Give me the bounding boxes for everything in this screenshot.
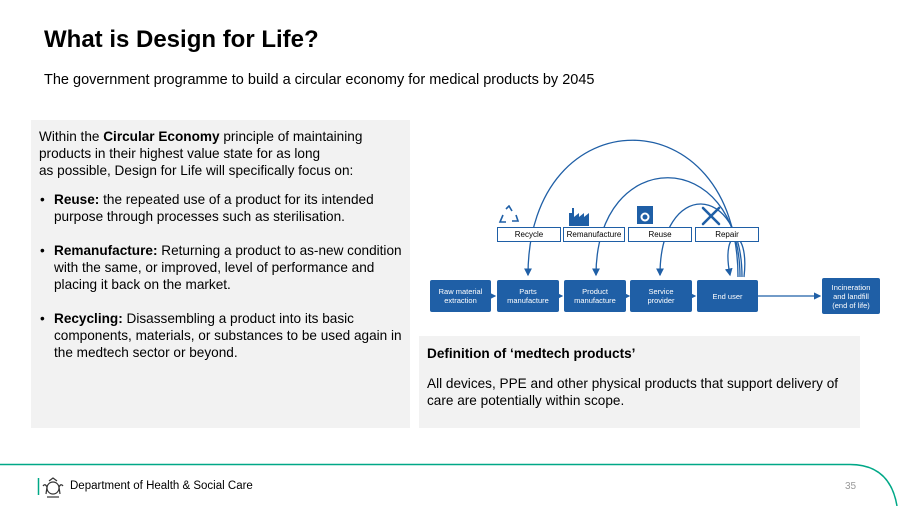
bullet-remanufacture: Remanufacture: Returning a product to as… [39, 242, 404, 293]
process-line: provider [647, 296, 675, 305]
bullet-term: Remanufacture: [54, 243, 158, 258]
end-line: (end of life) [832, 300, 870, 310]
process-line: manufacture [574, 296, 616, 305]
intro-line2: products in their highest value state fo… [39, 146, 321, 161]
process-line: Service [648, 287, 674, 296]
page-title: What is Design for Life? [44, 26, 319, 53]
bullet-term: Reuse: [54, 192, 100, 207]
end-line: Incineration [831, 282, 871, 292]
department-name: Department of Health & Social Care [70, 480, 253, 492]
process-line: End user [712, 291, 743, 301]
intro-bold: Circular Economy [103, 129, 220, 144]
process-end-user: End user [697, 280, 758, 312]
end-line: and landfill [833, 291, 869, 301]
definition-title: Definition of ‘medtech products’ [427, 346, 636, 361]
definition-panel: Definition of ‘medtech products’ All dev… [419, 336, 860, 428]
process-line: manufacture [507, 296, 549, 305]
process-line: Product [582, 287, 608, 296]
process-line: Parts [519, 287, 537, 296]
tools-icon [701, 206, 721, 226]
bullet-text: Disassembling a product into its basic c… [54, 311, 402, 360]
circular-economy-diagram: Recycle Remanufacture Reuse Repair Raw m… [420, 125, 890, 325]
loop-label-repair: Repair [695, 227, 759, 242]
intro-line3: as possible, Design for Life will specif… [39, 163, 354, 178]
recycle-icon [498, 205, 520, 223]
bullet-recycling: Recycling: Disassembling a product into … [39, 310, 404, 361]
page-number: 35 [845, 481, 857, 492]
process-line: Raw material [438, 287, 483, 296]
process-line: extraction [444, 296, 477, 305]
definition-body: All devices, PPE and other physical prod… [427, 376, 839, 408]
focus-panel: Within the Circular Economy principle of… [31, 120, 410, 428]
bullet-text: the repeated use of a product for its in… [54, 192, 374, 224]
bullet-text: Returning a product to as-new condition … [54, 243, 402, 292]
loop-label-reuse: Reuse [628, 227, 692, 242]
bullet-term: Recycling: [54, 311, 123, 326]
focus-list: Reuse: the repeated use of a product for… [39, 191, 404, 361]
loop-label-recycle: Recycle [497, 227, 561, 242]
loop-label-remanufacture: Remanufacture [563, 227, 625, 242]
intro-line1-suffix: principle of maintaining [219, 129, 363, 144]
bullet-reuse: Reuse: the repeated use of a product for… [39, 191, 404, 225]
page-subtitle: The government programme to build a circ… [44, 72, 595, 88]
crest-icon [42, 477, 64, 498]
intro-text: Within the Circular Economy principle of… [39, 128, 404, 179]
intro-prefix: Within the [39, 129, 104, 144]
factory-icon [569, 208, 589, 226]
washing-machine-icon [637, 206, 653, 224]
